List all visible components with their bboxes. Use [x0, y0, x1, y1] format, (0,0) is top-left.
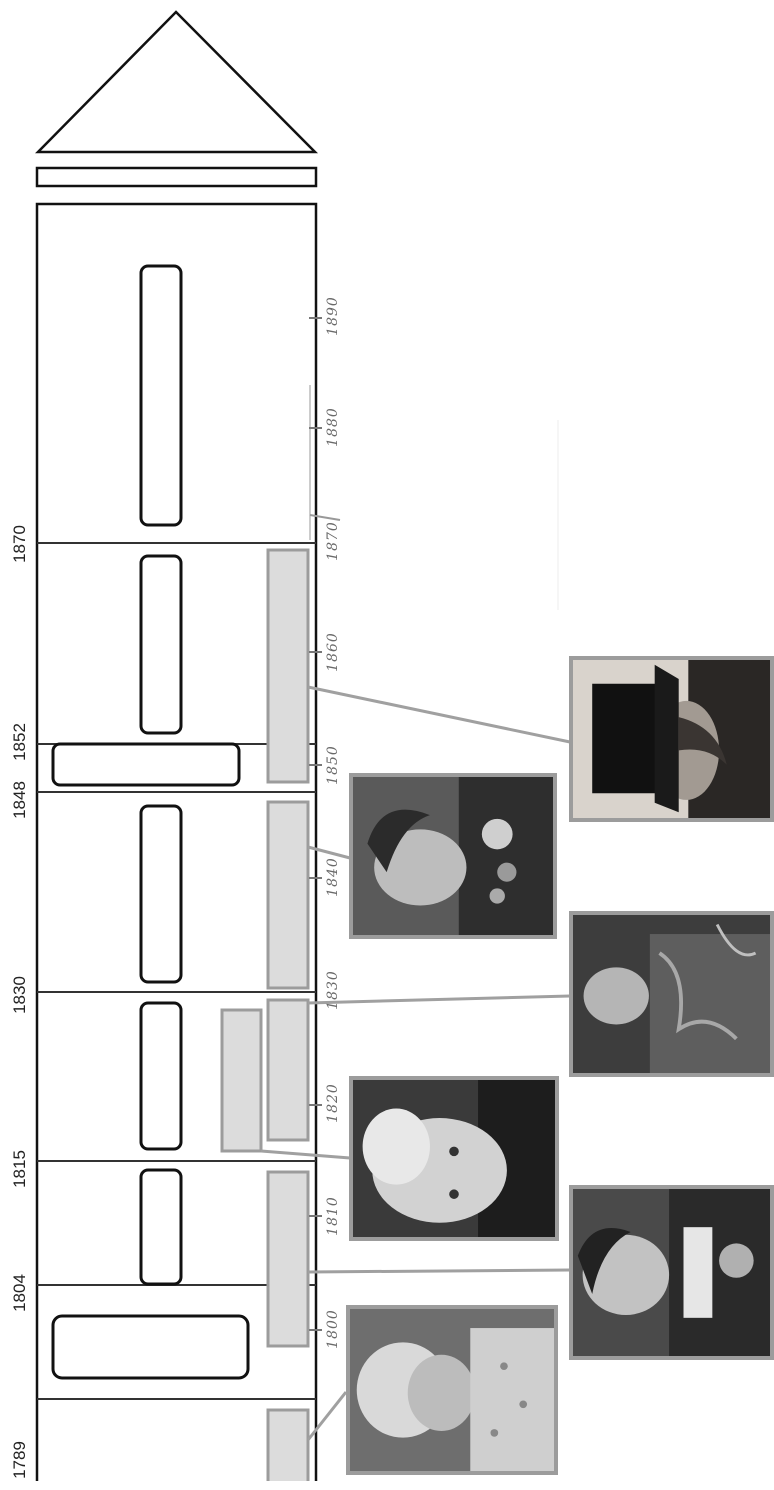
axis-tick-1840: 1840 [324, 852, 342, 902]
reign-bar [222, 1010, 261, 1151]
axis-tick-1820: 1820 [324, 1078, 342, 1128]
reign-bar [268, 1172, 308, 1346]
connector-line [308, 687, 570, 742]
axis-tick-1850: 1850 [324, 740, 342, 790]
reign-bar [268, 1000, 308, 1140]
portrait-powdered-wig-icon [346, 1305, 558, 1475]
answer-box [53, 1316, 248, 1378]
portrait-elderly-man-icon [349, 1076, 559, 1241]
portrait-military-uniform-icon [569, 1185, 774, 1360]
year-label-1852: 1852 [10, 712, 30, 772]
year-label-1815: 1815 [10, 1139, 30, 1199]
axis-tick-1890: 1890 [324, 291, 342, 341]
answer-box [53, 744, 239, 785]
answer-box [141, 1170, 181, 1284]
year-label-1870: 1870 [10, 514, 30, 574]
portrait-embroidered-uniform-icon [569, 911, 774, 1077]
axis-tick-1810: 1810 [324, 1191, 342, 1241]
connector-line [308, 996, 570, 1003]
reign-bar [268, 550, 308, 782]
year-label-1789: 1789 [10, 1430, 30, 1490]
reign-bar [268, 802, 308, 988]
portrait-top-hat-icon [569, 656, 774, 822]
column-roof [38, 12, 315, 152]
column-capital [37, 168, 316, 186]
year-label-1830: 1830 [10, 965, 30, 1025]
axis-tick-1860: 1860 [324, 627, 342, 677]
answer-box [141, 1003, 181, 1149]
axis-tick-1880: 1880 [324, 402, 342, 452]
connector-line [308, 1270, 570, 1272]
axis-tick-1830: 1830 [324, 965, 342, 1015]
answer-box [141, 556, 181, 733]
year-label-1848: 1848 [10, 770, 30, 830]
axis-tick-1800: 1800 [324, 1304, 342, 1354]
answer-box [141, 806, 181, 982]
axis-tick-1870: 1870 [324, 516, 342, 566]
year-label-1804: 1804 [10, 1263, 30, 1323]
answer-box [141, 266, 181, 525]
reign-bar [268, 1410, 308, 1481]
portrait-decorated-officer-icon [349, 773, 557, 939]
